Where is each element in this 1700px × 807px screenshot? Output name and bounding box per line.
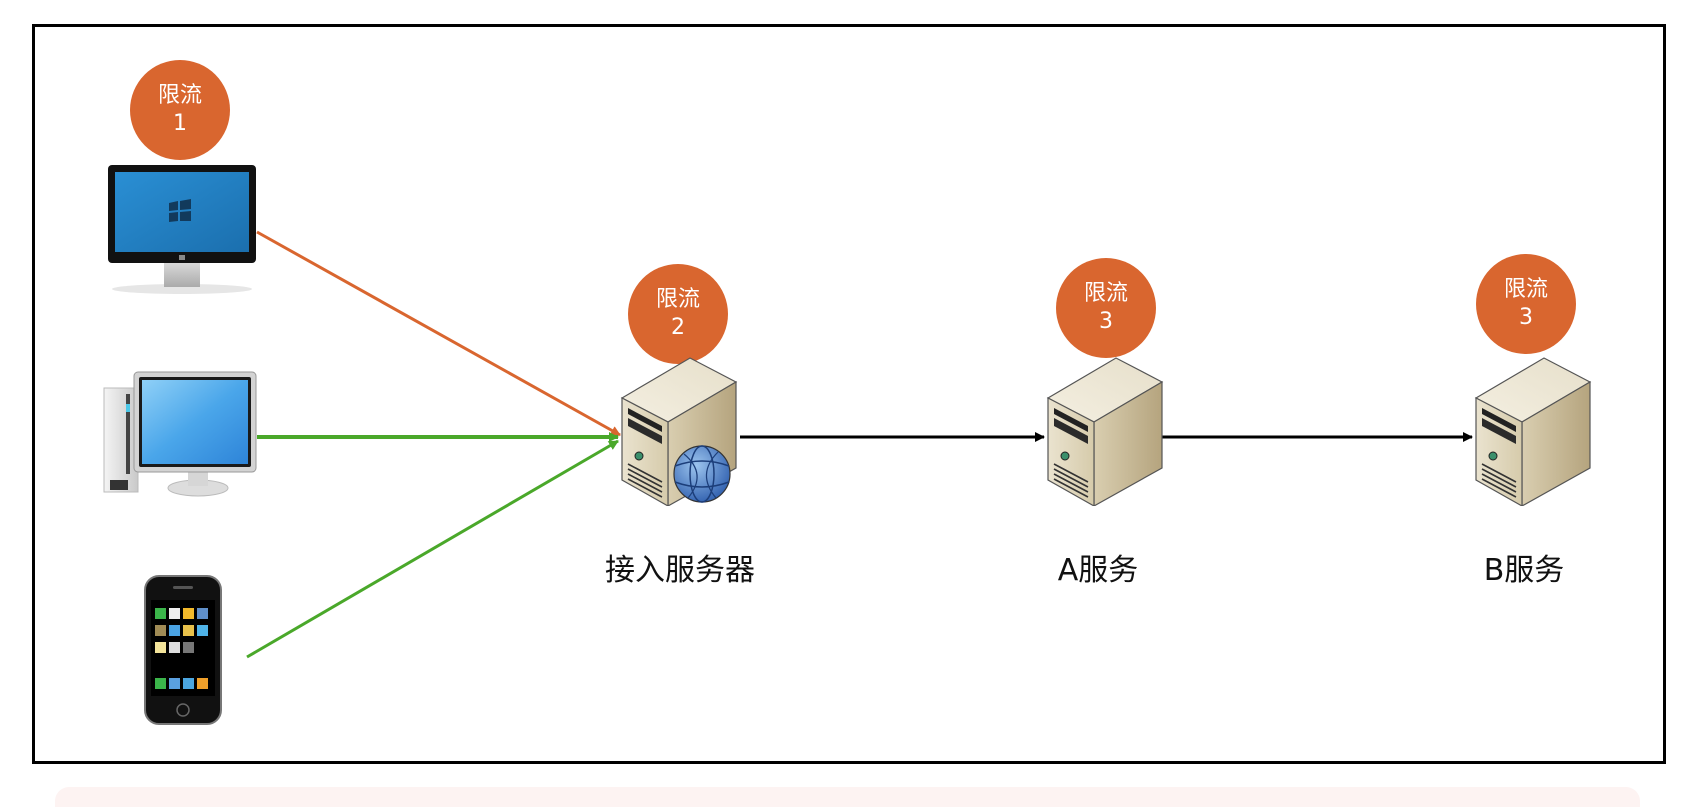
edge-phone-gateway [246, 439, 619, 659]
node-label-service-a: A服务 [1057, 553, 1139, 588]
badge-number: 2 [671, 315, 685, 340]
smartphone-icon [144, 575, 222, 725]
desktop-computer-icon [103, 371, 257, 497]
badge-text: 限流 [655, 287, 700, 312]
node-label-service-b: B服务 [1483, 553, 1565, 588]
web-server-icon [618, 356, 742, 510]
badge-number: 1 [173, 111, 187, 136]
rate-limit-badge-1: 限流 1 [130, 60, 230, 160]
node-label-gateway: 接入服务器 [605, 553, 755, 588]
diagram-frame [32, 24, 1666, 764]
rate-limit-badge-3: 限流 3 [1056, 258, 1156, 358]
badge-number: 3 [1519, 305, 1533, 330]
rate-limit-badge-4: 限流 3 [1476, 254, 1576, 354]
rate-limit-badge-2: 限流 2 [628, 264, 728, 364]
badge-number: 3 [1099, 309, 1113, 334]
badge-text: 限流 [1083, 281, 1128, 306]
edge-monitor-gateway [256, 230, 621, 437]
windows-monitor-icon [108, 165, 256, 294]
badge-text: 限流 [157, 83, 202, 108]
server-icon [1472, 356, 1596, 510]
server-icon [1044, 356, 1168, 510]
badge-text: 限流 [1503, 277, 1548, 302]
